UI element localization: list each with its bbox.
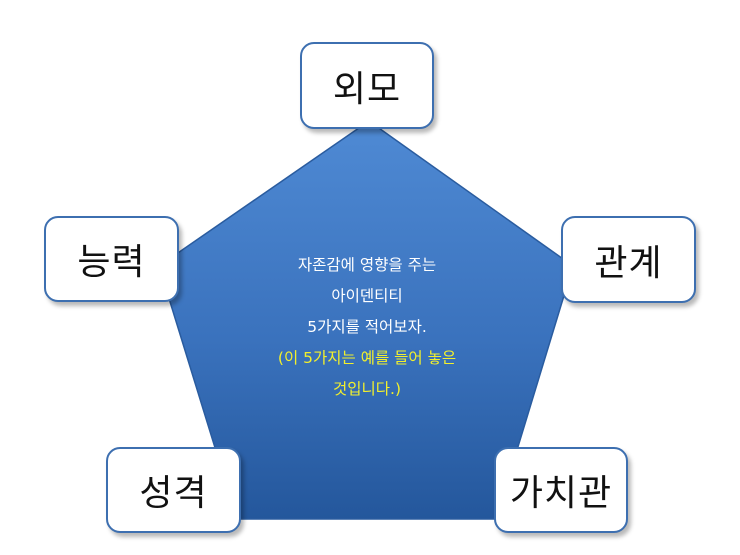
center-text: 자존감에 영향을 주는 아이덴티티 5가지를 적어보자. (이 5가지는 예를 … xyxy=(232,250,502,405)
center-line-2: 아이덴티티 xyxy=(331,287,403,305)
node-bottom-right-label: 가치관 xyxy=(509,473,613,514)
node-right-label: 관계 xyxy=(594,242,663,284)
center-line-1: 자존감에 영향을 주는 xyxy=(297,256,437,274)
node-right-box: 관계 xyxy=(561,216,696,303)
node-top-box: 외모 xyxy=(300,42,434,129)
node-bottom-left-label: 성격 xyxy=(139,473,208,514)
node-top-label: 외모 xyxy=(332,68,402,110)
node-left-label: 능력 xyxy=(77,242,146,283)
center-note-line-2: 것입니다.) xyxy=(332,380,401,398)
center-line-3: 5가지를 적어보자. xyxy=(307,318,427,336)
node-bottom-left-box: 성격 xyxy=(106,447,241,533)
center-note-line-1: (이 5가지는 예를 들어 놓은 xyxy=(277,349,457,367)
node-left-box: 능력 xyxy=(44,216,179,302)
pentagon xyxy=(158,120,574,520)
node-bottom-right-box: 가치관 xyxy=(494,447,628,533)
